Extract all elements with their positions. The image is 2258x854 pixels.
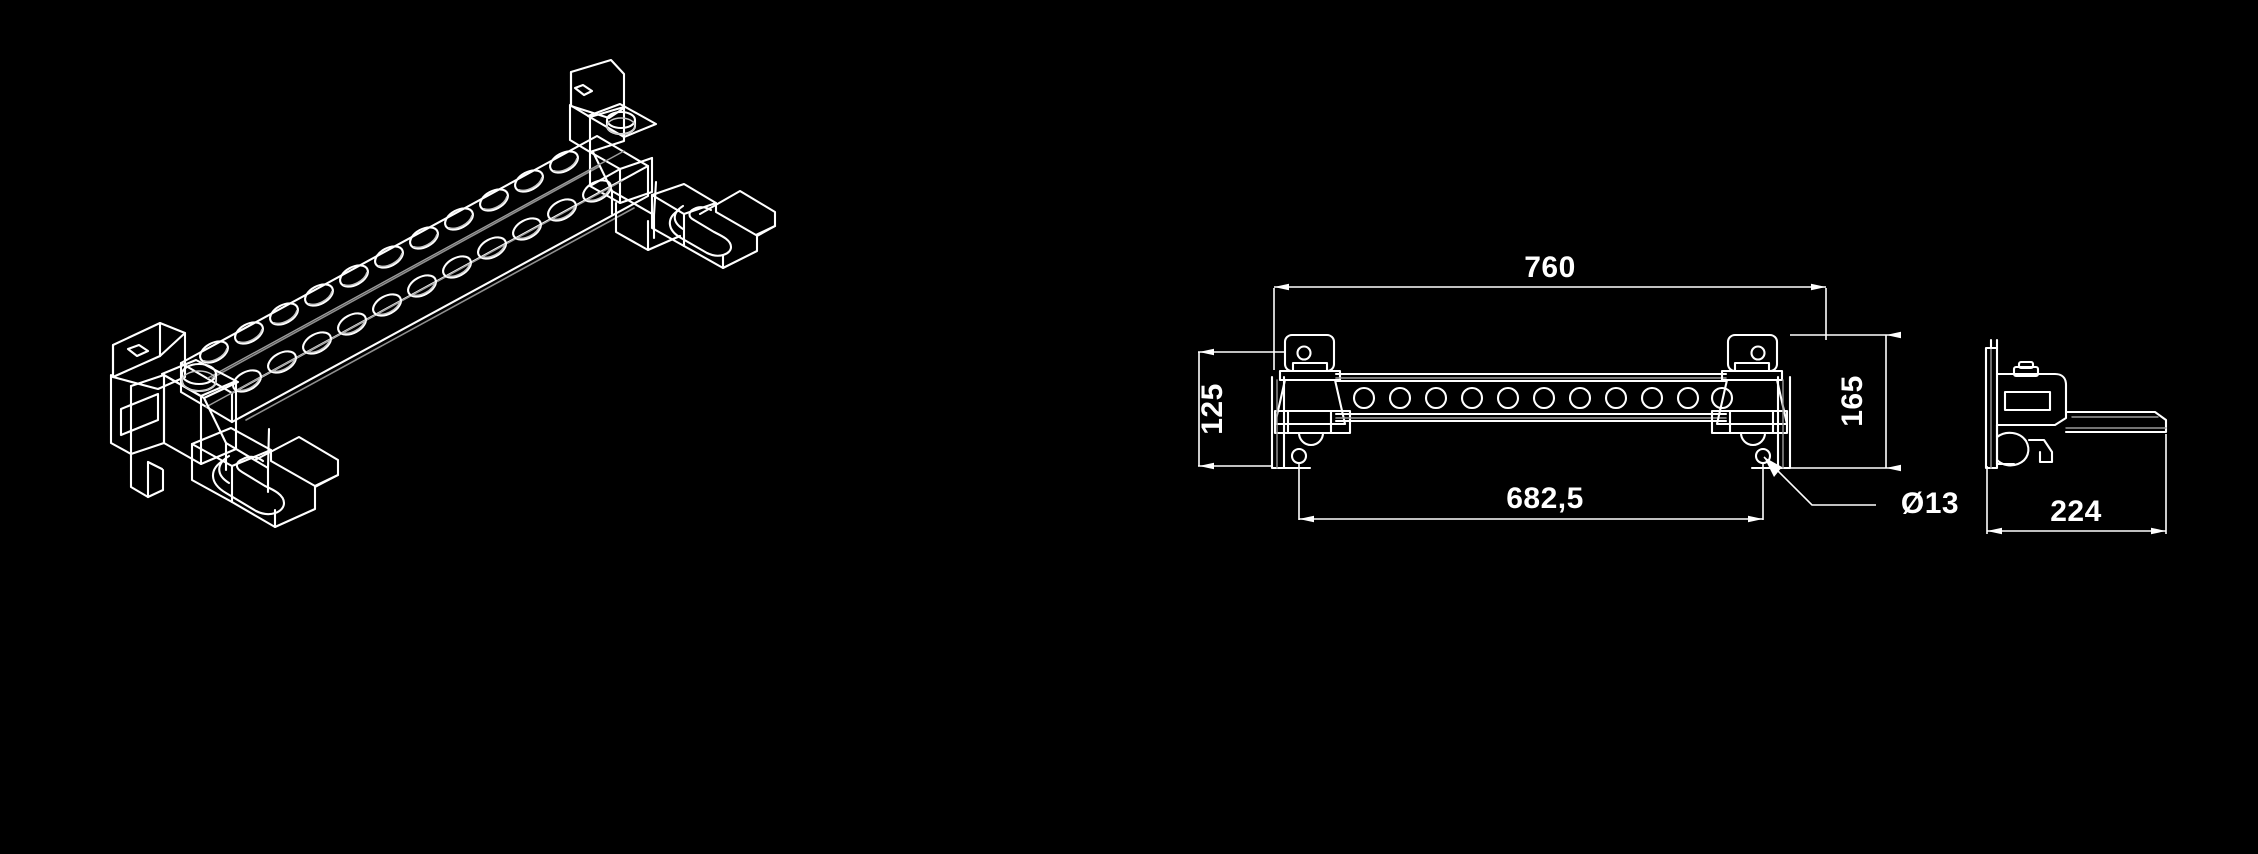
dimension-label-total-height: 165 [1836,375,1869,427]
side-view-dimensions [1986,434,2167,535]
front-view-dimensions [1198,283,1901,523]
dimension-label-bracket-height: 125 [1196,383,1229,435]
dimension-overall-length [1273,283,1827,370]
iso-far-bracket [568,58,682,252]
iso-far-hook [650,182,777,270]
dimension-bracket-height [1198,348,1285,470]
front-beam [1334,372,1734,423]
iso-near-bracket [109,321,271,499]
dimension-label-depth: 224 [2050,495,2102,528]
isometric-view [109,58,777,529]
iso-near-hook [190,426,340,529]
dimension-hole-diameter-leader [1763,456,1876,506]
front-left-bracket [1270,333,1352,470]
dimension-label-overall-length: 760 [1524,251,1576,284]
iso-shadow-lines [211,165,635,421]
side-view [1984,338,2168,470]
front-view [1270,333,1792,470]
dimension-label-hole-span: 682,5 [1506,482,1584,515]
dimension-depth [1986,434,2167,535]
front-right-bracket [1710,333,1792,470]
iso-beam-hole-row-a [199,150,579,364]
iso-beam-hole-row-b [232,179,612,393]
dimension-hole-span [1298,463,1764,523]
dimension-label-hole-diameter: Ø13 [1901,487,1959,520]
dimension-total-height [1790,331,1901,472]
front-beam-holes [1352,386,1734,410]
